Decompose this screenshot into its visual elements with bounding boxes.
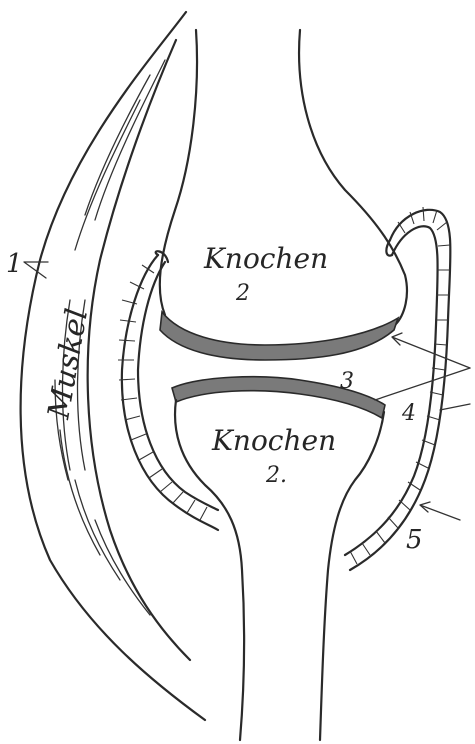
label-5: 5 [406, 525, 423, 555]
label-1: 1 [6, 249, 23, 279]
label-3: 3 [340, 369, 354, 394]
upper-bone-label: Knochen [203, 242, 328, 275]
upper-bone-number: 2 [235, 281, 250, 306]
label-4: 4 [401, 401, 416, 426]
upper-cartilage [160, 312, 398, 360]
muscle [21, 12, 205, 720]
joint-capsule-right [345, 207, 450, 570]
lower-bone-label: Knochen [211, 424, 336, 457]
upper-bone [160, 30, 407, 325]
lower-bone-number: 2. [265, 463, 287, 488]
